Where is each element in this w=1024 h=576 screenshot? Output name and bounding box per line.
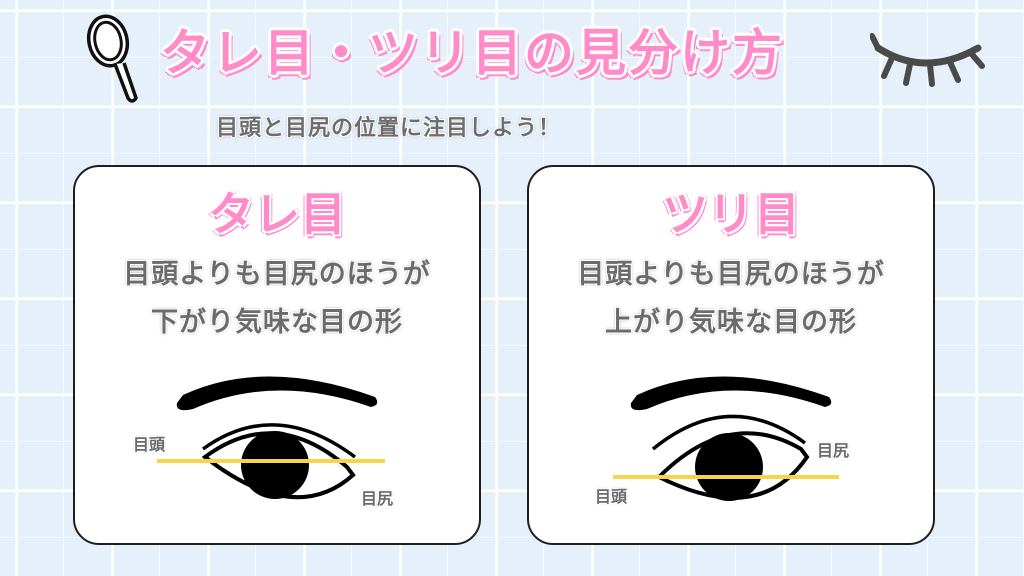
inner-corner-label: 目頭 bbox=[133, 435, 166, 454]
description-line-2: 下がり気味な目の形 bbox=[151, 307, 403, 338]
description-line-1: 目頭よりも目尻のほうが bbox=[123, 259, 431, 290]
card-title: ツリ目 bbox=[662, 187, 800, 241]
droopy-eye-illustration bbox=[157, 376, 385, 500]
card-tsuri-me: ツリ目 目頭よりも目尻のほうが 上がり気味な目の形 目尻 目頭 bbox=[527, 165, 935, 545]
description-line-1: 目頭よりも目尻のほうが bbox=[577, 259, 885, 290]
card-description: 目頭よりも目尻のほうが 上がり気味な目の形 bbox=[529, 251, 933, 347]
page-title: タレ目・ツリ目の見分け方 bbox=[160, 24, 784, 82]
card-tare-me: タレ目 目頭よりも目尻のほうが 下がり気味な目の形 目頭 目尻 bbox=[73, 165, 481, 545]
hand-mirror-icon bbox=[86, 14, 138, 103]
card-description: 目頭よりも目尻のほうが 下がり気味な目の形 bbox=[75, 251, 479, 347]
inner-corner-label: 目頭 bbox=[595, 487, 628, 506]
eyebrow-icon bbox=[176, 376, 378, 411]
subtitle: 目頭と目尻の位置に注目しよう！ bbox=[216, 116, 562, 141]
outer-corner-label: 目尻 bbox=[817, 441, 850, 460]
description-line-2: 上がり気味な目の形 bbox=[605, 307, 857, 338]
outer-corner-label: 目尻 bbox=[361, 489, 394, 508]
card-title: タレ目 bbox=[208, 187, 346, 241]
eyebrow-icon bbox=[630, 376, 832, 411]
eyelash-icon bbox=[870, 33, 985, 87]
upturned-eye-illustration bbox=[613, 376, 839, 501]
